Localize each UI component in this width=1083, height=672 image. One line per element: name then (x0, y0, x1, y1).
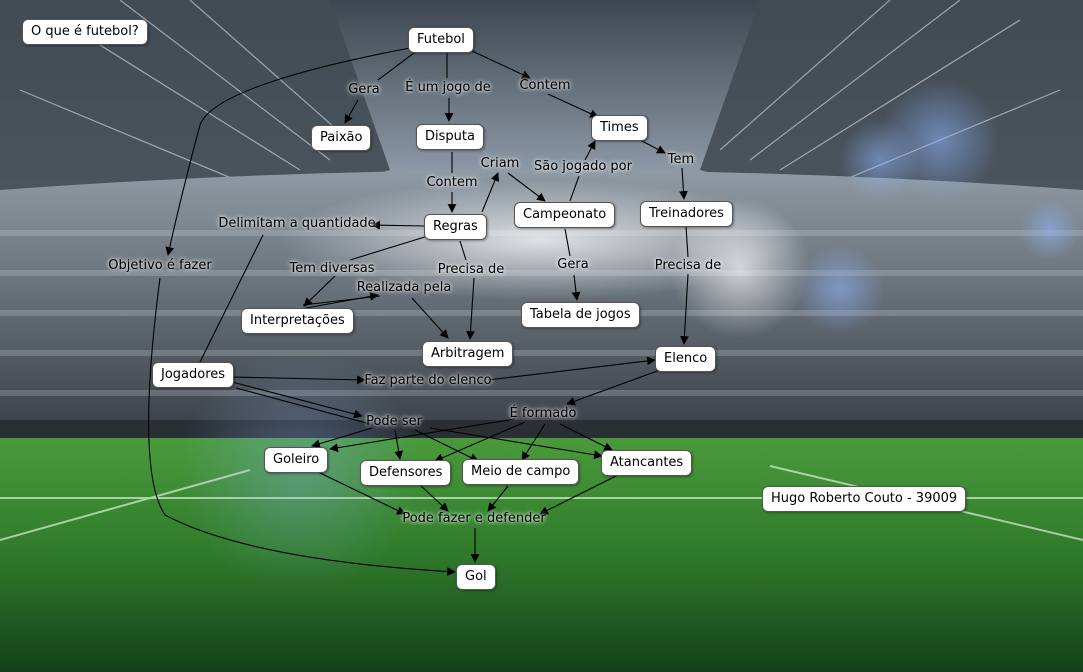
concept-interpretacoes[interactable]: Interpretações (241, 308, 354, 334)
concept-atacantes[interactable]: Atancantes (601, 450, 693, 476)
link-pode-ser: Pode ser (366, 414, 422, 429)
link-objetivo-e-fazer: Objetivo é fazer (108, 258, 212, 273)
concept-jogadores[interactable]: Jogadores (152, 362, 235, 388)
link-sao-jogado-por: São jogado por (534, 159, 632, 174)
link-precisa-de-elenco: Precisa de (654, 258, 722, 273)
link-gera: Gera (348, 82, 380, 97)
link-criam: Criam (480, 156, 520, 171)
concept-meio-de-campo[interactable]: Meio de campo (462, 459, 580, 485)
concept-disputa[interactable]: Disputa (416, 124, 484, 150)
link-contem: Contem (519, 78, 571, 93)
concept-arbitragem[interactable]: Arbitragem (422, 341, 514, 367)
concept-times[interactable]: Times (591, 115, 648, 141)
concept-tabela-de-jogos[interactable]: Tabela de jogos (521, 302, 640, 328)
concept-regras[interactable]: Regras (424, 214, 487, 240)
concept-goleiro[interactable]: Goleiro (264, 447, 329, 473)
concept-futebol[interactable]: Futebol (408, 27, 474, 53)
concept-gol[interactable]: Gol (456, 564, 496, 590)
concept-defensores[interactable]: Defensores (360, 460, 452, 486)
link-realizada-pela: Realizada pela (356, 280, 452, 295)
concept-paixao[interactable]: Paixão (311, 125, 372, 151)
link-precisa-de-arbitragem: Precisa de (437, 262, 505, 277)
link-pode-fazer-e-defender: Pode fazer e defender (402, 511, 546, 526)
link-delimitam-a-quantidade: Delimitam a quantidade (218, 216, 376, 231)
link-tem: Tem (667, 152, 695, 167)
map-title-box[interactable]: O que é futebol? (22, 19, 148, 45)
link-contem-regras: Contem (426, 175, 478, 190)
link-tem-diversas: Tem diversas (289, 261, 375, 276)
link-e-formado: É formado (509, 406, 577, 421)
link-faz-parte-do-elenco: Faz parte do elenco (364, 373, 492, 388)
concept-campeonato[interactable]: Campeonato (514, 202, 616, 228)
link-e-um-jogo-de: É um jogo de (405, 80, 491, 95)
link-gera-tabela: Gera (557, 257, 589, 272)
concept-elenco[interactable]: Elenco (655, 346, 717, 372)
author-box[interactable]: Hugo Roberto Couto - 39009 (762, 486, 967, 512)
concept-treinadores[interactable]: Treinadores (640, 201, 733, 227)
